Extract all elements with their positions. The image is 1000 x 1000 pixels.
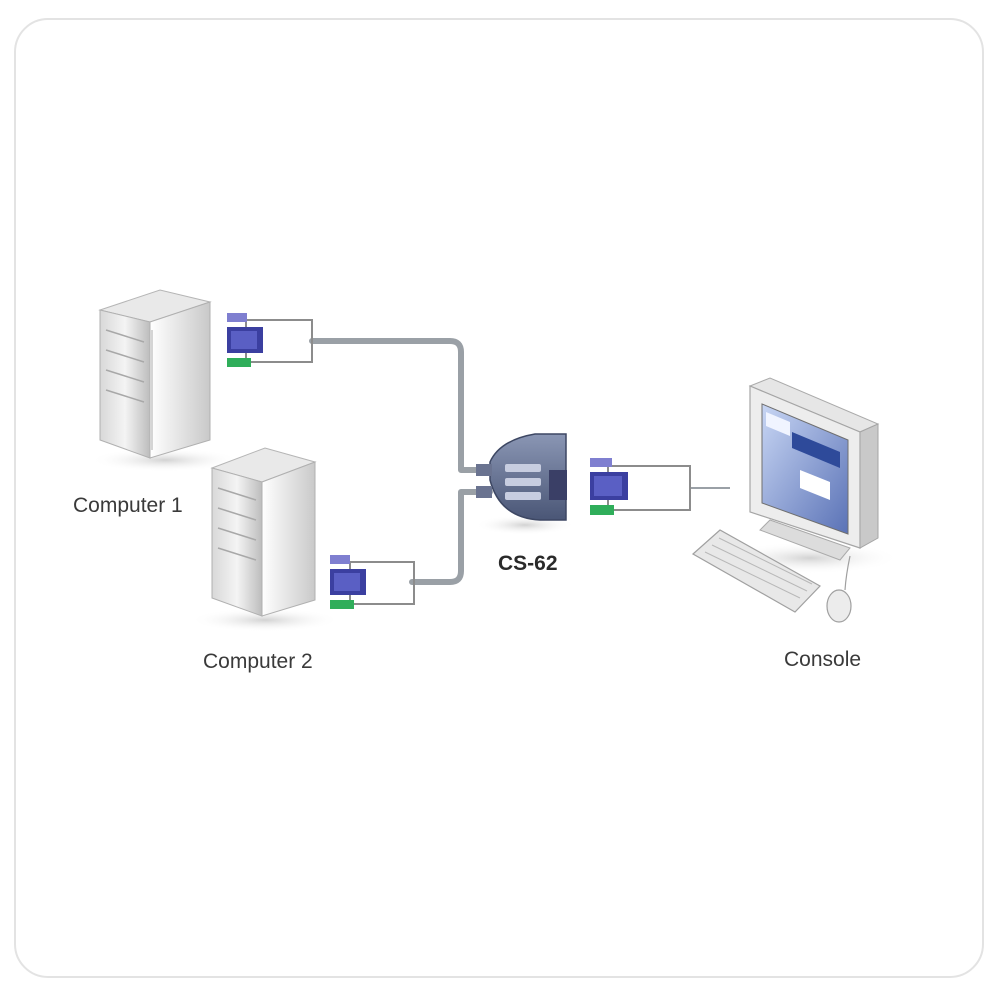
computer1-tower-icon [90, 289, 240, 472]
computer1-label: Computer 1 [73, 494, 183, 517]
keyboard-icon [691, 529, 821, 613]
computer2-connector-icon [330, 555, 415, 609]
switch-label: CS-62 [498, 552, 558, 575]
cs62-switch-icon [475, 433, 575, 535]
console-connector-icon [590, 458, 691, 515]
cable-computer1-to-switch [309, 338, 493, 473]
mouse-icon [826, 555, 852, 623]
computer2-tower-icon [190, 447, 340, 632]
monitor-icon [720, 377, 900, 574]
computer2-label: Computer 2 [203, 650, 313, 673]
console-label: Console [784, 648, 862, 671]
computer1-connector-icon [227, 313, 313, 367]
cable-computer2-to-switch [409, 489, 493, 585]
